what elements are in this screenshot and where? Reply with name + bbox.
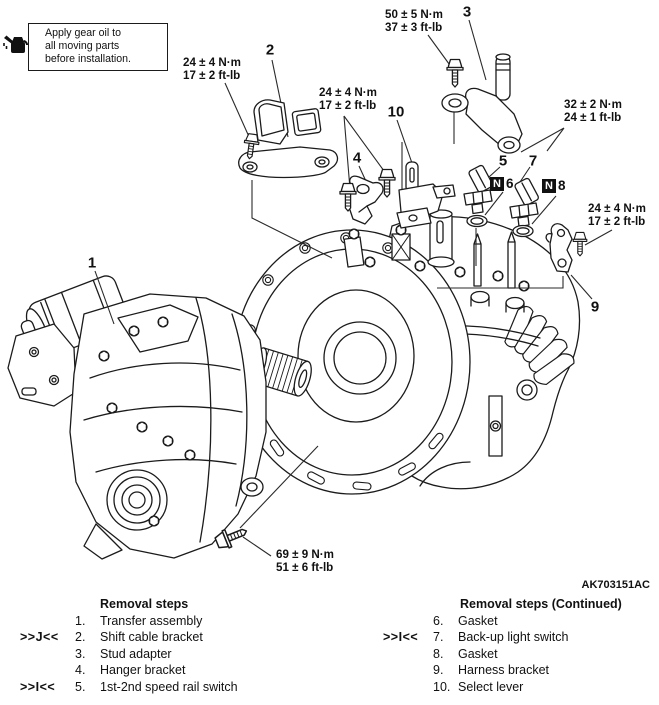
step-number: 4. [75,663,86,678]
step-marker: >>I<< [20,679,56,694]
non-reusable-symbol-6: N 6 [490,176,514,191]
callout-5: 5 [498,152,508,170]
gasket-8-drawing [512,224,534,238]
gear-oil-note: Apply gear oil to all moving parts befor… [28,23,168,71]
stud-adapter-drawing [441,53,523,154]
step-label: Shift cable bracket [100,630,203,645]
step-number: 2. [75,630,86,645]
legend-row: 4. Hanger bracket [20,662,238,679]
figure-code: AK703151AC [581,579,650,591]
legend-row: 9. Harness bracket [383,662,622,679]
step-label: Hanger bracket [100,663,186,678]
legend-row: 1. Transfer assembly [20,613,238,630]
legend-title: Removal steps [100,597,189,611]
shift-cable-bracket-drawing [238,99,339,179]
removal-steps-legend-continued: Removal steps (Continued) 6. Gasket >>I<<… [383,596,622,696]
non-reusable-N-icon: N [490,176,504,191]
step-number: 10. [433,679,451,694]
legend-row: 3. Stud adapter [20,646,238,663]
non-reusable-N-icon: N [542,178,556,193]
step-number: 8. [433,646,444,661]
step-number: 3. [75,646,86,661]
legend-row: 8. Gasket [383,646,622,663]
callout-4: 4 [352,149,362,167]
backup-light-switch-drawing [509,177,539,228]
step-marker: >>J<< [20,630,59,645]
legend-row: 10. Select lever [383,679,622,696]
legend-row: >>I<< 5. 1st-2nd speed rail switch [20,679,238,696]
note-line: all moving parts [45,40,120,52]
step-number: 6. [433,613,444,628]
oil-can-icon [3,35,29,53]
callout-1: 1 [87,254,97,272]
step-marker: >>I<< [383,630,419,645]
hanger-bracket-drawing [339,168,396,225]
legend-title: Removal steps (Continued) [460,597,622,611]
callout-3: 3 [462,3,472,21]
transfer-assembly-drawing [7,275,267,560]
note-line: before installation. [45,53,131,65]
callout-2: 2 [265,41,275,59]
callout-10: 10 [387,103,405,121]
step-number: 9. [433,663,444,678]
callout-7: 7 [528,152,538,170]
legend-row: 6. Gasket [383,613,622,630]
step-label: Select lever [458,679,524,694]
select-lever-drawing [396,161,456,229]
step-label: Transfer assembly [100,613,203,628]
step-number: 7. [433,630,444,645]
step-number: 5. [75,679,86,694]
note-line: Apply gear oil to [45,27,121,39]
harness-bracket-drawing [545,223,588,273]
step-label: Stud adapter [100,646,172,661]
legend-row: >>J<< 2. Shift cable bracket [20,629,238,646]
callout-9: 9 [590,298,600,316]
leader-lines [94,19,613,557]
gasket-6-drawing [466,214,488,228]
step-label: Harness bracket [458,663,550,678]
transaxle-drawing [233,209,581,495]
step-label: Gasket [458,613,498,628]
callout-8: 8 [558,178,566,193]
non-reusable-symbol-8: N 8 [542,178,566,193]
step-number: 1. [75,613,86,628]
step-label: 1st-2nd speed rail switch [100,679,238,694]
shift-shaft-cylinder [427,209,455,268]
rail-switch-drawing [463,164,493,215]
removal-steps-legend: Removal steps 1. Transfer assembly >>J<< 2… [20,596,238,696]
step-label: Back-up light switch [458,630,569,645]
bolt-icon [446,58,464,88]
callout-6: 6 [506,176,514,191]
step-label: Gasket [458,646,498,661]
legend-row: >>I<< 7. Back-up light switch [383,629,622,646]
bolt-icon [572,231,588,257]
